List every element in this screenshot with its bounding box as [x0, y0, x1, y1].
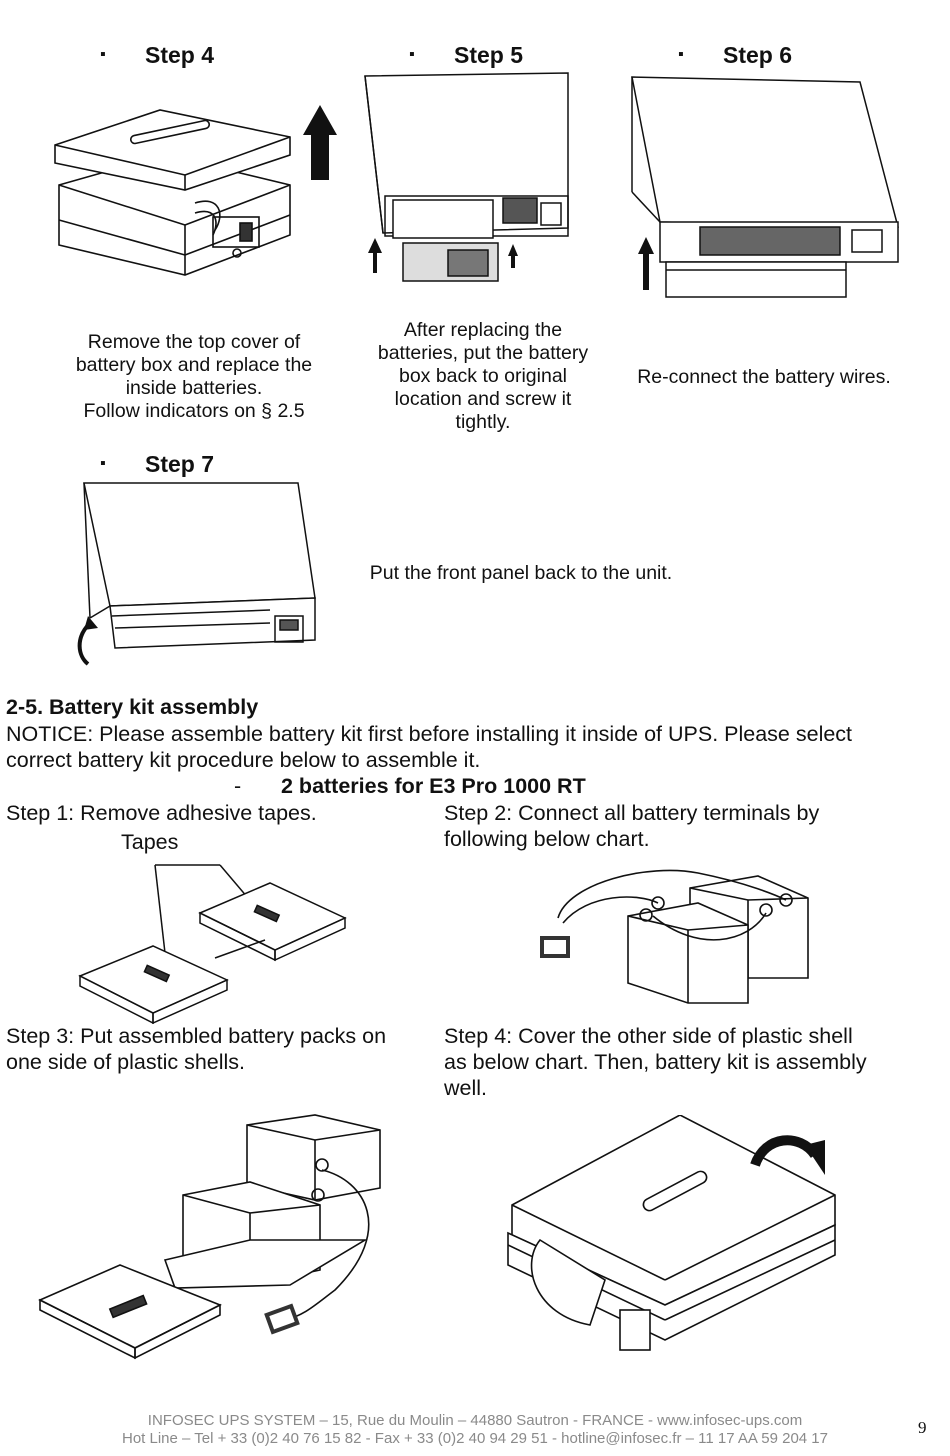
page-number: 9	[918, 1418, 927, 1437]
step4-bullet: ▪	[100, 46, 106, 63]
assembly-step1-illustration	[75, 858, 355, 1024]
assembly-step4-illustration	[500, 1115, 845, 1370]
assembly-step2: Step 2: Connect all battery terminals by	[444, 801, 820, 825]
assembly-step3: one side of plastic shells.	[6, 1050, 246, 1074]
step6-caption: Re-connect the battery wires.	[624, 366, 904, 389]
step5-caption: After replacing the batteries, put the b…	[355, 319, 611, 434]
assembly-step4: Step 4: Cover the other side of plastic …	[444, 1024, 853, 1048]
step4-heading: Step 4	[145, 42, 215, 68]
step7-caption-line: Put the front panel back to the unit.	[369, 562, 673, 584]
step5-caption-line: box back to original	[398, 365, 568, 387]
step5-caption-line: batteries, put the battery	[377, 342, 589, 364]
assembly-step2: following below chart.	[444, 827, 650, 851]
step7-bullet: ▪	[100, 455, 106, 472]
subheading: 2 batteries for E3 Pro 1000 RT	[281, 774, 586, 798]
step6-illustration	[630, 72, 900, 307]
assembly-step3: Step 3: Put assembled battery packs on	[6, 1024, 387, 1048]
assembly-step2-illustration	[528, 858, 818, 1008]
assembly-step4: well.	[444, 1076, 488, 1100]
assembly-step3-illustration	[35, 1110, 395, 1360]
assembly-step4: as below chart. Then, battery kit is ass…	[444, 1050, 867, 1074]
subheading-dash: -	[234, 774, 242, 798]
notice-line: NOTICE: Please assemble battery kit firs…	[6, 722, 853, 746]
step5-caption-line: After replacing the	[403, 319, 563, 341]
step5-bullet: ▪	[409, 46, 415, 63]
step7-heading: Step 7	[145, 451, 215, 477]
step4-illustration	[45, 95, 345, 285]
step5-caption-line: tightly.	[455, 411, 511, 433]
step6-caption-line: Re-connect the battery wires.	[637, 366, 891, 388]
step6-heading: Step 6	[723, 42, 793, 68]
notice-line: correct battery kit procedure below to a…	[6, 748, 481, 772]
footer-line: INFOSEC UPS SYSTEM – 15, Rue du Moulin –…	[147, 1412, 803, 1429]
section-title: 2-5. Battery kit assembly	[6, 695, 259, 719]
step4-caption: Remove the top cover of battery box and …	[50, 331, 338, 423]
step4-caption-line: Remove the top cover of	[87, 331, 301, 353]
footer-line: Hot Line – Tel + 33 (0)2 40 76 15 82 - F…	[122, 1430, 828, 1447]
tapes-label: Tapes	[121, 830, 179, 854]
step4-caption-line: battery box and replace the	[75, 354, 313, 376]
assembly-step1: Step 1: Remove adhesive tapes.	[6, 801, 317, 825]
step7-caption: Put the front panel back to the unit.	[352, 562, 690, 585]
step4-caption-line: inside batteries.	[125, 377, 263, 399]
step6-bullet: ▪	[678, 46, 684, 63]
step5-caption-line: location and screw it	[394, 388, 572, 410]
step5-illustration	[363, 68, 603, 288]
step7-illustration	[70, 478, 320, 670]
step4-caption-line: Follow indicators on § 2.5	[83, 400, 305, 422]
step5-heading: Step 5	[454, 42, 524, 68]
